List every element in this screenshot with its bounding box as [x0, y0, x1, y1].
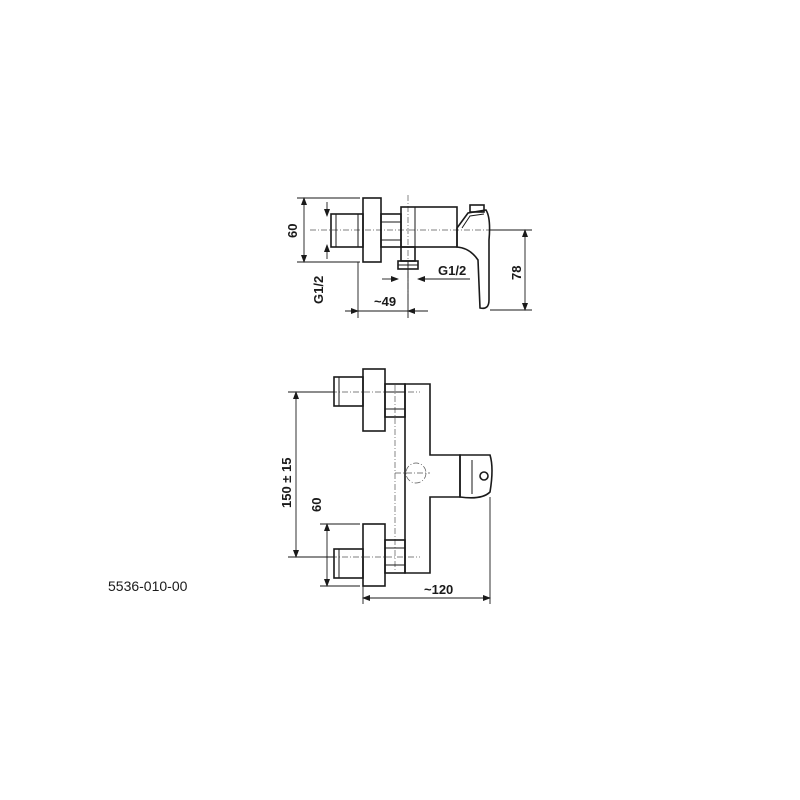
product-code: 5536-010-00 [108, 578, 188, 594]
side-dim-thread-outlet: G1/2 [438, 263, 466, 278]
side-dim-thread-left: G1/2 [311, 276, 326, 304]
side-dim-height: 60 [285, 224, 300, 238]
side-dim-depth: ~49 [374, 294, 396, 309]
side-view: 60 G1/2 ~49 G1/2 78 [285, 195, 532, 318]
front-dim-spacing: 150 ± 15 [279, 457, 294, 508]
side-dim-outlet-drop: 78 [509, 266, 524, 280]
front-view: 150 ± 15 60 ~120 [279, 368, 493, 604]
front-dim-height: 60 [309, 498, 324, 512]
front-dim-width: ~120 [424, 582, 453, 597]
